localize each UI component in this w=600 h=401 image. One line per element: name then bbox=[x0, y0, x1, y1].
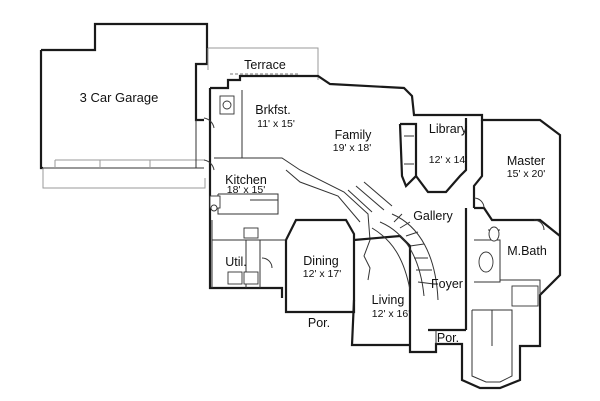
room-label-gallery: Gallery bbox=[413, 209, 453, 223]
room-dims: 11' x 15' bbox=[257, 118, 295, 130]
room-name: Util. bbox=[225, 255, 247, 269]
room-label-por-right: Por. bbox=[437, 331, 459, 345]
room-name: Brkfst. bbox=[255, 103, 290, 117]
room-name: M.Bath bbox=[507, 244, 547, 258]
interior-walls bbox=[211, 90, 561, 383]
room-name: Gallery bbox=[413, 209, 453, 223]
fixtures bbox=[203, 95, 545, 307]
room-label-por-left: Por. bbox=[308, 316, 330, 330]
room-name: Kitchen bbox=[225, 173, 267, 187]
room-label-master: Master 15' x 20' bbox=[507, 154, 545, 180]
room-dims: 18' x 15' bbox=[227, 184, 265, 196]
room-label-terrace: Terrace bbox=[244, 58, 286, 72]
room-label-util: Util. bbox=[225, 255, 247, 269]
room-name: Library bbox=[429, 122, 468, 136]
room-label-foyer: Foyer bbox=[431, 277, 463, 291]
room-label-mbath: M.Bath bbox=[507, 244, 547, 258]
room-name: Foyer bbox=[431, 277, 463, 291]
room-name: Por. bbox=[437, 331, 459, 345]
room-label-dining: Dining 12' x 17' bbox=[303, 254, 341, 280]
room-dims: 12' x 17' bbox=[303, 268, 341, 280]
room-name: Terrace bbox=[244, 58, 286, 72]
garage-walls bbox=[39, 22, 209, 189]
room-dims: 12' x 14' bbox=[429, 154, 467, 166]
room-name: Por. bbox=[308, 316, 330, 330]
room-dims: 12' x 16' bbox=[372, 308, 410, 320]
room-label-family: Family 19' x 18' bbox=[333, 128, 372, 154]
room-label-garage: 3 Car Garage bbox=[80, 90, 159, 105]
room-label-brkfst: Brkfst. 11' x 15' bbox=[255, 103, 295, 130]
room-name: Family bbox=[335, 128, 373, 142]
room-dims: 15' x 20' bbox=[507, 168, 545, 180]
room-name: Dining bbox=[303, 254, 338, 268]
room-name: Master bbox=[507, 154, 545, 168]
room-dims: 19' x 18' bbox=[333, 142, 371, 154]
terrace-walls bbox=[207, 47, 319, 80]
room-label-living: Living 12' x 16' bbox=[372, 293, 411, 320]
room-name: 3 Car Garage bbox=[80, 90, 159, 105]
room-name: Living bbox=[372, 293, 405, 307]
room-label-library: Library 12' x 14' bbox=[429, 122, 468, 166]
room-label-kitchen: Kitchen 18' x 15' bbox=[225, 173, 267, 196]
